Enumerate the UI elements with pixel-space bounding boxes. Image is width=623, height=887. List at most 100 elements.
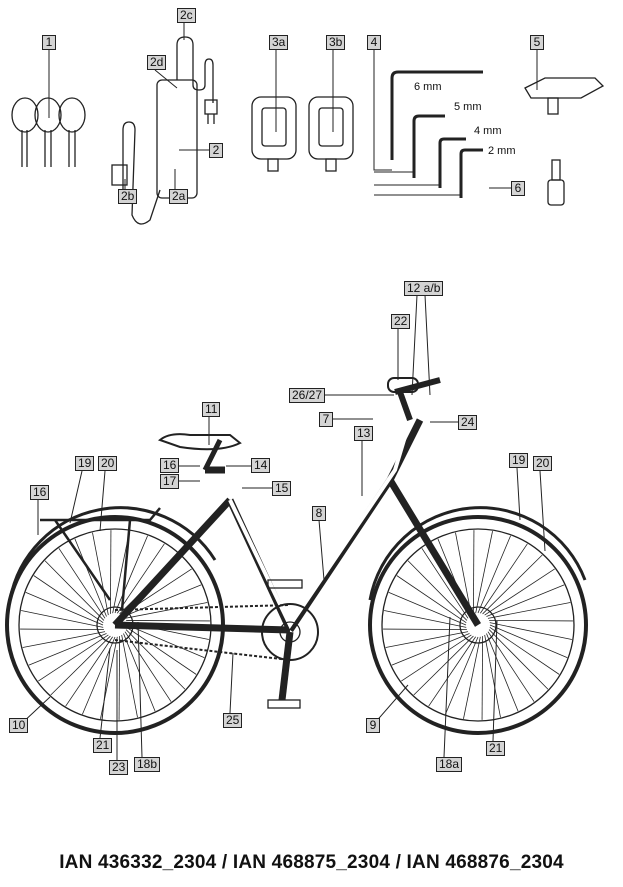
label-keys: 1 (42, 35, 56, 50)
label-brake-levers: 12 a/b (404, 281, 444, 296)
spoke (124, 602, 208, 619)
spoke (475, 531, 493, 614)
label-frame-top: 13 (354, 426, 374, 441)
spoke (126, 624, 205, 658)
label-seatpost: 17 (160, 474, 180, 489)
label-charger-cable: 2c (177, 8, 196, 23)
label-allen-keys: 4 (367, 35, 381, 50)
article-number-footer: IAN 436332_2304 / IAN 468875_2304 / IAN … (59, 852, 564, 873)
label-charger-socket: 2a (169, 189, 189, 204)
spoke (396, 575, 467, 623)
label-seat-clamp-upper: 16 (160, 458, 180, 473)
spoke (121, 634, 138, 718)
spoke (487, 631, 535, 702)
spoke (21, 610, 104, 628)
spoke (413, 635, 474, 696)
spoke (489, 620, 573, 622)
label-quick-release: 15 (272, 481, 292, 496)
front-wheel-drawing (368, 515, 588, 735)
label-saddle: 11 (202, 402, 221, 417)
charger-drawing (111, 36, 218, 225)
size-6mm: 6 mm (414, 81, 442, 93)
spoke (118, 636, 120, 720)
spoke (38, 634, 109, 682)
label-tool: 5 (530, 35, 544, 50)
size-4mm: 4 mm (474, 125, 502, 137)
spoke (383, 628, 467, 630)
spoke (58, 548, 106, 619)
spoke (486, 584, 565, 617)
spoke (74, 538, 107, 617)
spoke (20, 628, 104, 630)
spoke (50, 635, 111, 696)
allen-keys-drawing (390, 70, 483, 198)
spoke (33, 575, 104, 623)
spoke (482, 554, 543, 615)
spoke (44, 560, 105, 621)
spoke (117, 543, 165, 614)
label-controls: 26/27 (289, 388, 326, 403)
label-charger: 2 (209, 143, 223, 158)
spoke (484, 634, 501, 718)
spoke (25, 592, 104, 626)
label-front-disc: 21 (486, 741, 506, 756)
spoke (480, 543, 528, 614)
spoke (484, 568, 555, 616)
size-5mm: 5 mm (454, 101, 482, 113)
spoke (126, 620, 210, 622)
label-rear-wheel: 10 (9, 718, 29, 733)
spoke (477, 535, 511, 614)
spoke (428, 636, 476, 707)
spoke (401, 634, 472, 682)
spoke (391, 633, 470, 666)
label-rear-caliper: 18b (134, 757, 161, 772)
spoke (445, 636, 479, 715)
label-front-caliper: 18a (436, 757, 463, 772)
spoke (125, 629, 186, 690)
pedals-drawing (251, 96, 354, 172)
label-rear-light: 16 (30, 485, 50, 500)
label-front-fender: 19 (509, 453, 529, 468)
label-seatpost-clamp: 14 (251, 458, 271, 473)
label-down-tube: 8 (312, 506, 326, 521)
spoke (123, 584, 202, 617)
label-grip: 22 (391, 314, 411, 329)
spoke (384, 610, 467, 628)
spoke (65, 636, 113, 707)
label-rear-hub: 23 (109, 760, 129, 775)
label-front-wheel: 9 (366, 718, 380, 733)
spoke (463, 636, 481, 719)
spoke (489, 624, 568, 658)
spoke (407, 560, 468, 621)
label-rear-tire: 20 (98, 456, 118, 471)
spoke (473, 530, 475, 614)
spoke (455, 532, 472, 616)
label-pedal-left: 3a (269, 35, 289, 50)
label-rear-fender: 19 (75, 456, 95, 471)
spoke (421, 548, 469, 619)
spoke (486, 633, 519, 712)
label-charger-led: 2d (147, 55, 167, 70)
label-charger-plug: 2b (118, 189, 138, 204)
label-front-tire: 20 (533, 456, 553, 471)
spoke (28, 633, 107, 666)
spoke (489, 622, 572, 640)
spoke (487, 602, 571, 619)
spoke (385, 631, 469, 648)
spoke (114, 535, 148, 614)
spoke (481, 636, 483, 720)
spoke (388, 592, 467, 626)
label-valve-adapter: 6 (511, 181, 525, 196)
keys-drawing (11, 97, 86, 167)
label-stem: 7 (319, 412, 333, 427)
spoke (124, 631, 172, 702)
spoke (22, 631, 106, 648)
spoke (92, 532, 109, 616)
spoke (110, 530, 112, 614)
spoke (488, 629, 549, 690)
label-rear-disc: 21 (93, 738, 113, 753)
label-pedal-right: 3b (326, 35, 346, 50)
label-brake-cable: 24 (458, 415, 478, 430)
